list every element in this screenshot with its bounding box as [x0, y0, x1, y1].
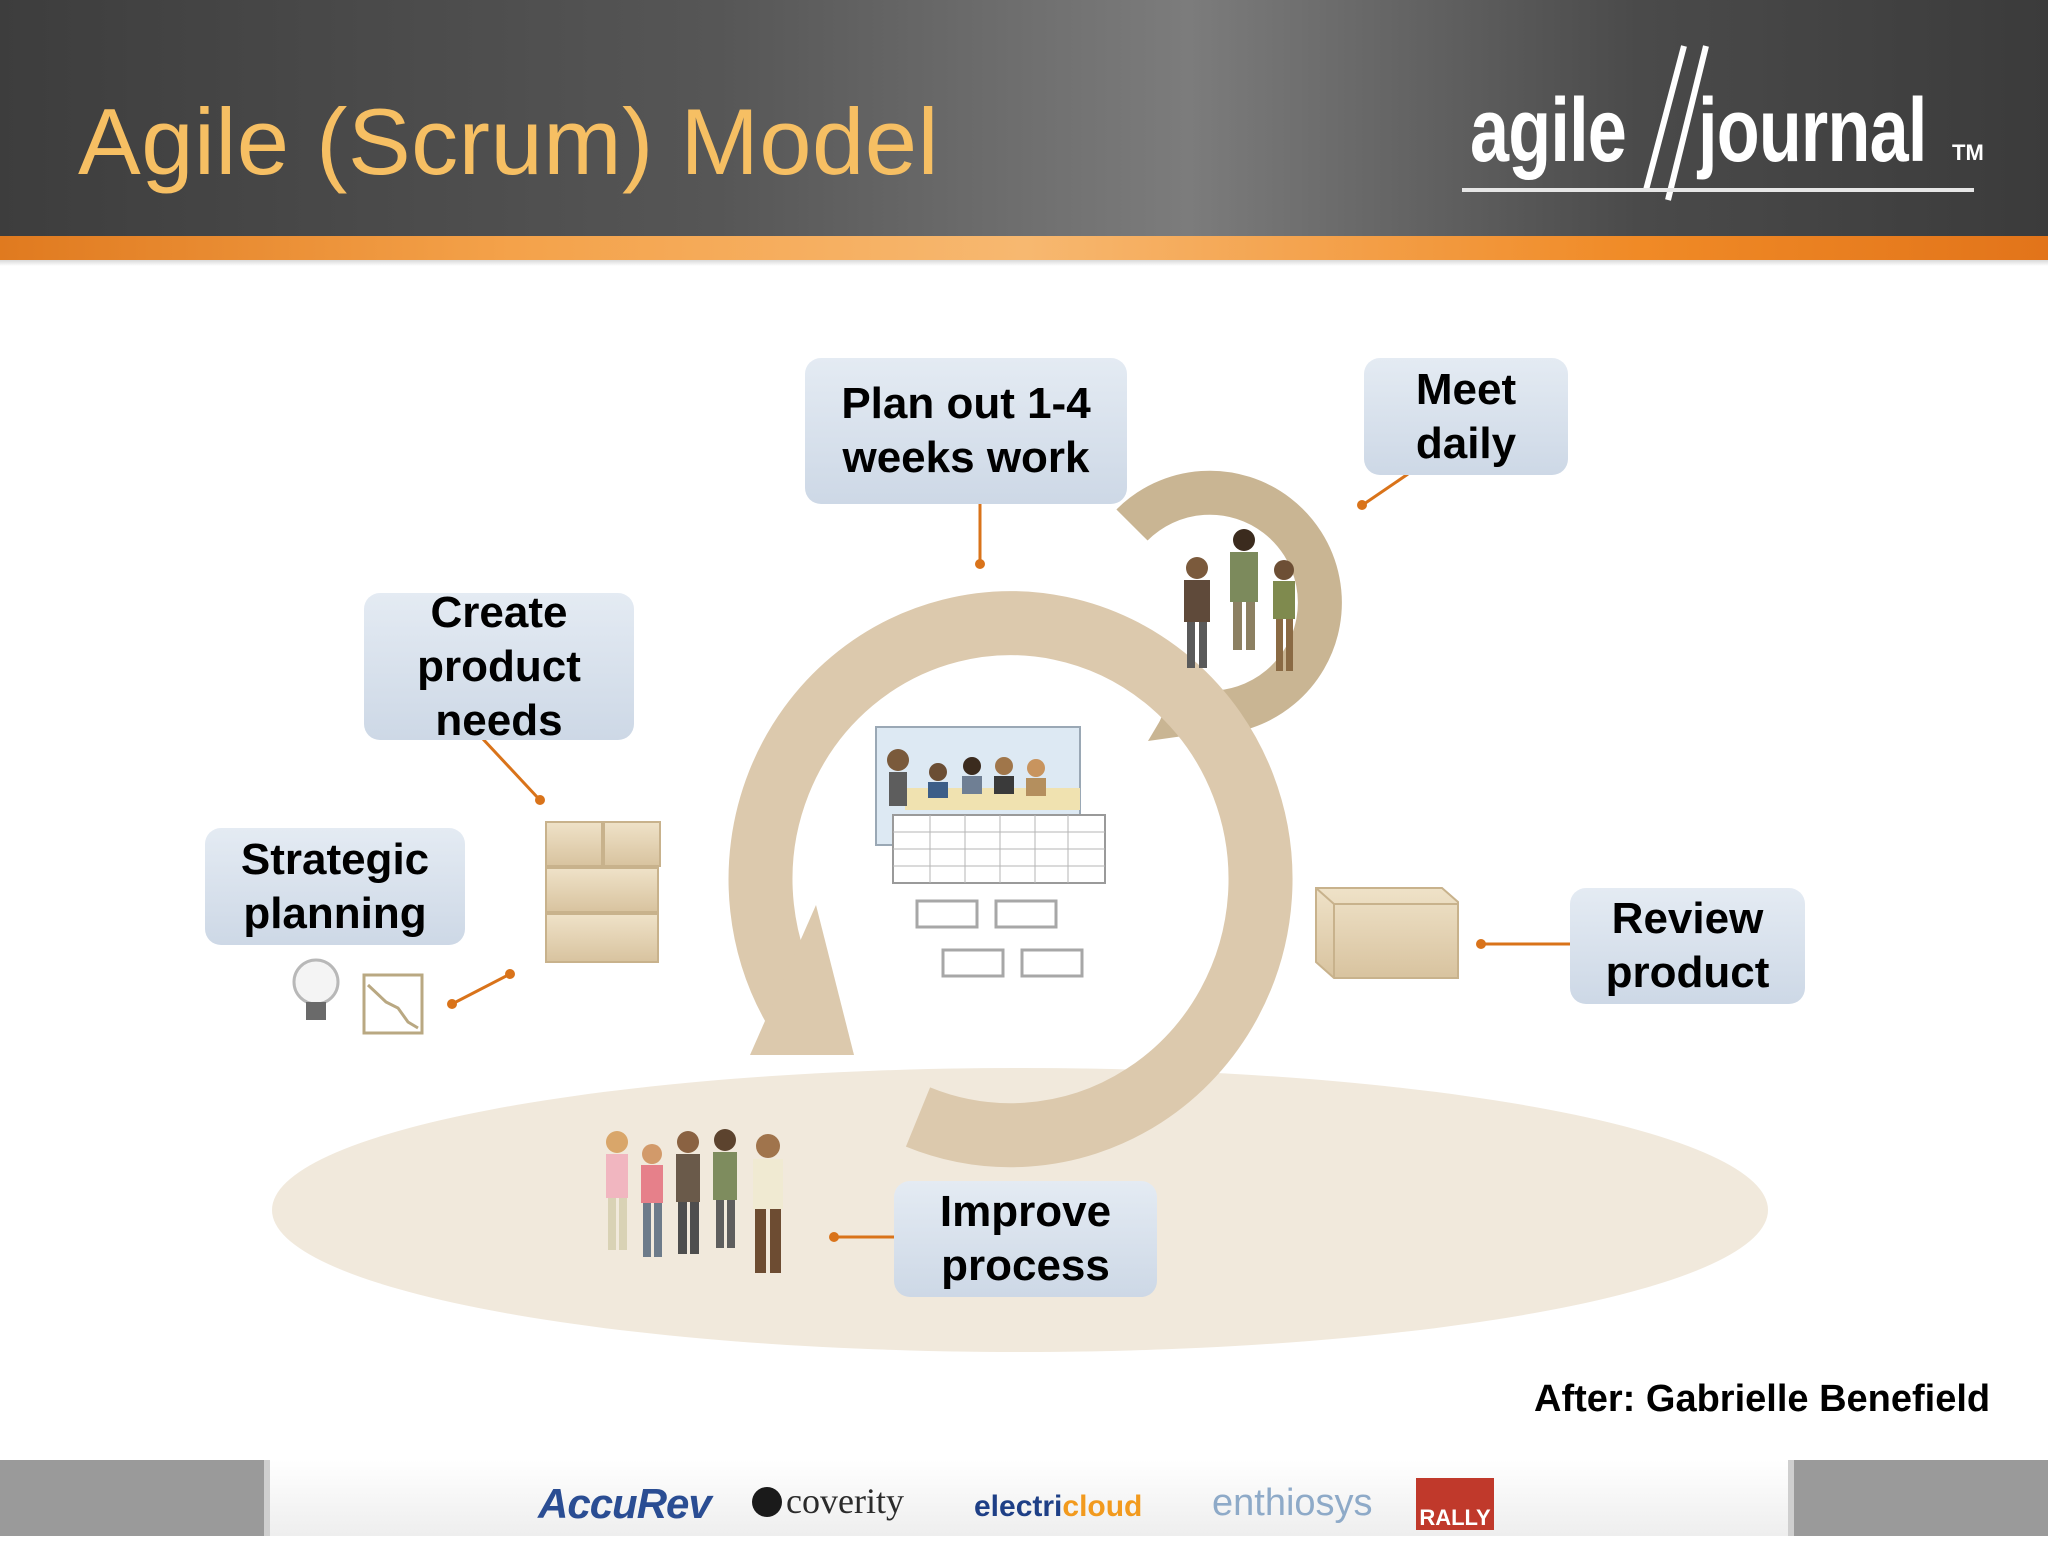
- logo-text-agile: agile: [1470, 81, 1627, 181]
- sponsor-coverity-logo: coverity: [752, 1480, 904, 1522]
- sprint-planning-meeting-icon: [875, 726, 1106, 884]
- step-label-improve-process: Improve process: [894, 1181, 1157, 1297]
- review-product-line-2: product: [1605, 948, 1770, 997]
- header-orange-stripe: [0, 236, 2048, 260]
- header-stripe-shadow: [0, 260, 2048, 266]
- sponsor-accurev-logo: AccuRev: [538, 1480, 712, 1527]
- lightbulb-icon: [292, 958, 340, 1020]
- electric-cloud-text-2: cloud: [1062, 1490, 1143, 1523]
- create-needs-line-3: needs: [435, 695, 563, 745]
- plan-work-line-2: weeks work: [842, 433, 1090, 482]
- meet-daily-line-1: Meet: [1415, 364, 1517, 414]
- step-label-create-product-needs: Create product needs: [364, 588, 634, 745]
- sponsor-rally-logo: RALLY: [1416, 1478, 1494, 1530]
- logo-trademark: TM: [1952, 140, 1984, 165]
- logo-underline: [1462, 188, 1974, 192]
- step-label-plan-work: Plan out 1-4 weeks work: [805, 358, 1127, 504]
- slide-title: Agile (Scrum) Model: [78, 89, 939, 194]
- improve-process-line-2: process: [941, 1241, 1110, 1290]
- create-needs-line-1: Create: [430, 587, 568, 637]
- step-label-strategic-planning: Strategic planning: [205, 828, 465, 945]
- sprint-cycle-arrow: [728, 591, 1293, 1168]
- connector-lines: [447, 472, 1570, 1242]
- sponsor-electric-cloud-logo: electricloud: [974, 1490, 1142, 1524]
- product-backlog-boxes-icon: [545, 821, 661, 963]
- step-label-review-product: Review product: [1570, 888, 1805, 1004]
- meet-daily-line-2: daily: [1415, 418, 1517, 468]
- shippable-product-box-icon: [1315, 887, 1459, 979]
- sponsor-coverity-text: coverity: [786, 1481, 904, 1521]
- retrospective-team-icon: [606, 1129, 783, 1273]
- electric-cloud-text-1: electri: [974, 1490, 1063, 1523]
- daily-standup-team-icon: [1184, 529, 1295, 671]
- step-label-meet-daily: Meet daily: [1364, 358, 1568, 475]
- task-cards-icon: [915, 899, 1084, 978]
- strategic-planning-line-2: planning: [243, 888, 427, 938]
- header-bar: [0, 0, 2048, 236]
- sponsor-enthiosys-logo: enthiosys: [1212, 1482, 1373, 1524]
- coverity-mark-icon: [752, 1487, 782, 1517]
- strategic-planning-line-1: Strategic: [240, 834, 430, 884]
- logo-slash-icon: [1643, 45, 1709, 201]
- sponsor-panel: [264, 1460, 1794, 1536]
- review-product-line-1: Review: [1611, 894, 1764, 943]
- agile-journal-logo: agile journal TM: [1460, 40, 1990, 210]
- attribution-text: After: Gabrielle Benefield: [1534, 1378, 1991, 1420]
- logo-text-journal: journal: [1698, 81, 1927, 181]
- plan-work-line-1: Plan out 1-4: [841, 379, 1091, 428]
- create-needs-line-2: product: [417, 641, 581, 691]
- improve-process-line-1: Improve: [939, 1187, 1112, 1236]
- strategy-chart-icon: [362, 973, 424, 1035]
